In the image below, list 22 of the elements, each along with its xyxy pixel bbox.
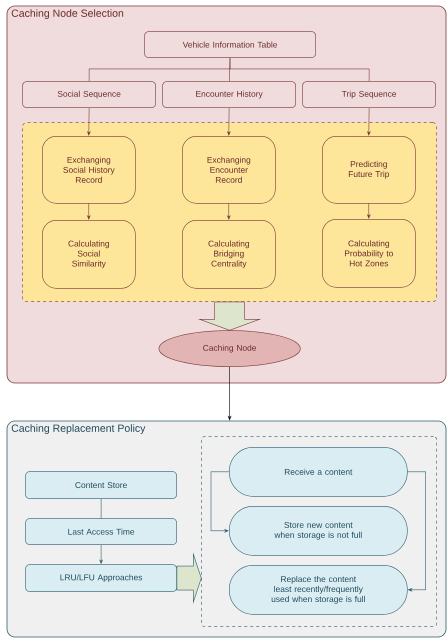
process-box: Trip Sequence [302,81,436,108]
panel-title: Caching Node Selection [12,9,124,19]
process-box: Vehicle Information Table [144,31,316,58]
dashed-region [201,436,437,627]
process-box: Calculating Probability to Hot Zones [322,219,416,288]
block-arrow [198,302,262,331]
process-box: Calculating Bridging Centrality [182,220,276,289]
process-box: Calculating Social Similarity [42,220,136,289]
process-box: Last Access Time [25,518,177,545]
panel-title: Caching Replacement Policy [12,424,146,434]
process-box: Content Store [25,471,177,499]
process-box: Exchanging Encounter Record [182,136,276,204]
process-box: Replace the content least recently/frequently used when storage is full [229,565,408,615]
process-box: LRU/LFU Approaches [25,564,177,592]
process-box: Social Sequence [22,81,156,108]
process-box: Receive a content [229,447,408,497]
block-arrow [176,552,202,604]
process-box: Exchanging Social History Record [42,136,136,204]
process-box: Predicting Future Trip [322,136,416,204]
arrow [407,472,426,592]
process-box: Encounter History [162,81,296,108]
process-box: Store new content when storage is not full [229,506,408,556]
